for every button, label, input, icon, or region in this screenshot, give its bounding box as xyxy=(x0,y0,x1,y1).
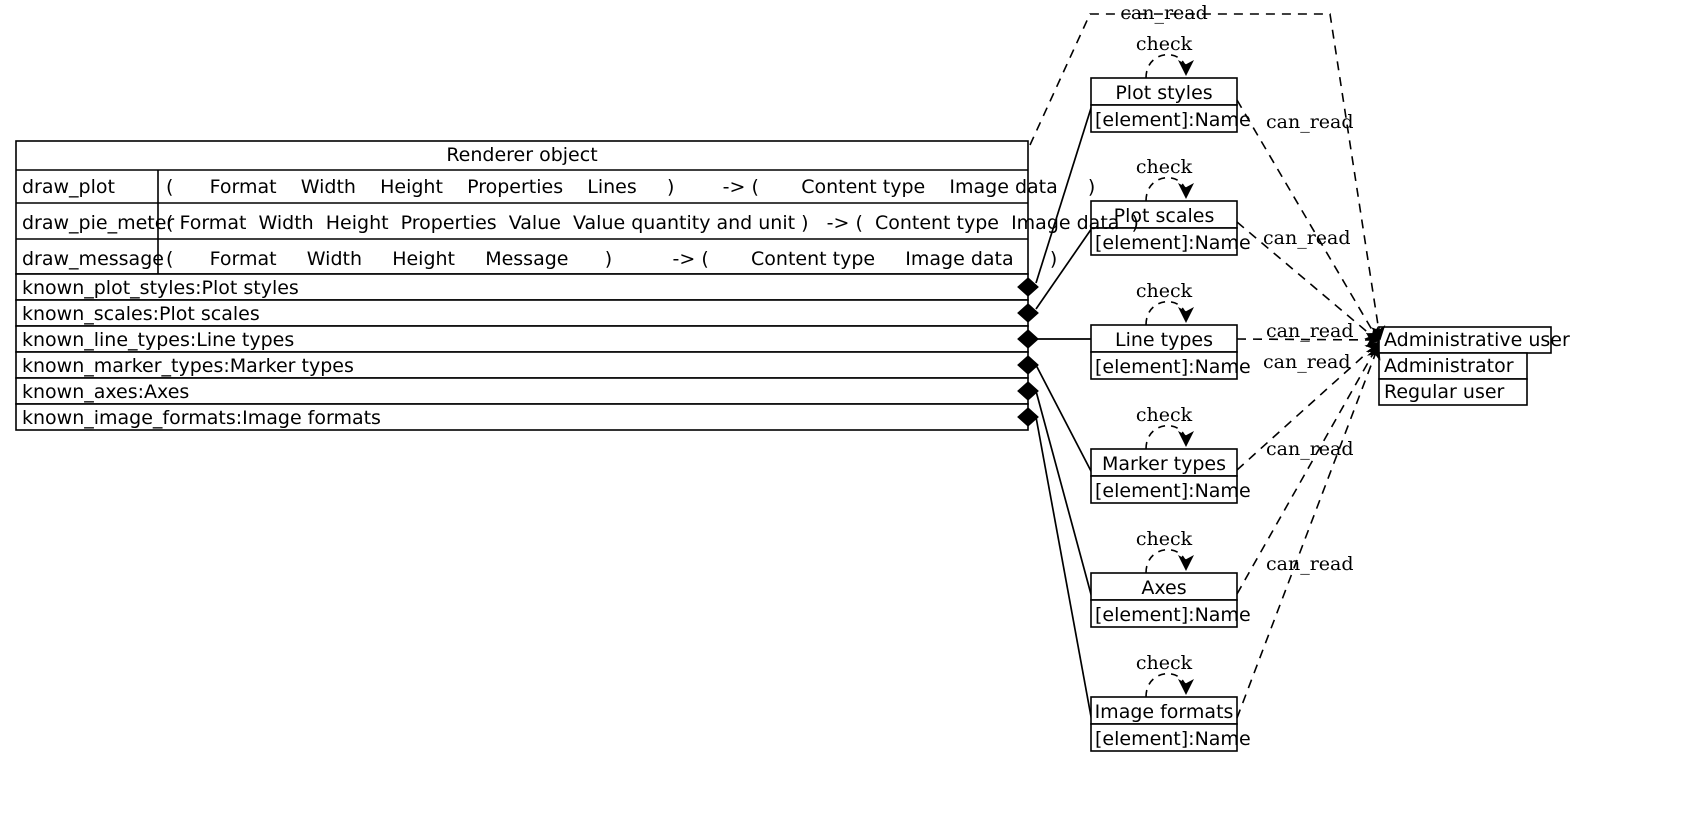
entity-box-line-types xyxy=(1090,324,1238,380)
attribute-known-axes: known_axes:Axes xyxy=(22,381,189,403)
entity-box-marker-types xyxy=(1090,448,1238,504)
entity-attribute-axes: [element]:Name xyxy=(1095,604,1251,626)
method-signature-draw-pie-meter: ( Format Width Height Properties Value V… xyxy=(166,212,1139,234)
actor-role-administrator: Administrator xyxy=(1384,355,1514,377)
entity-title-plot-styles: Plot styles xyxy=(1115,82,1212,104)
actor-role-regular-user: Regular user xyxy=(1384,381,1505,403)
method-signature-draw-message: ( Format Width Height Message ) -> ( Con… xyxy=(166,248,1057,270)
edge-label-check-plot-styles: check xyxy=(1136,33,1193,55)
entity-box-plot-styles xyxy=(1090,77,1238,133)
composition-links xyxy=(1035,104,1093,723)
entity-attribute-plot-scales: [element]:Name xyxy=(1095,232,1251,254)
method-name-draw-message: draw_message xyxy=(22,248,164,270)
method-name-draw-pie-meter: draw_pie_meter xyxy=(22,212,174,234)
entity-box-image-formats xyxy=(1090,696,1238,752)
attribute-known-image-formats: known_image_formats:Image formats xyxy=(22,407,381,429)
entity-box-plot-scales xyxy=(1090,200,1238,256)
edge-label-check-image-formats: check xyxy=(1136,652,1193,674)
renderer-class-box xyxy=(15,140,1029,275)
edge-label-check-plot-scales: check xyxy=(1136,156,1193,178)
edge-label-can-read-axes: can_read xyxy=(1266,438,1354,460)
renderer-class-title: Renderer object xyxy=(446,144,597,166)
edge-label-can-read-top: can_read xyxy=(1120,2,1208,24)
entity-attribute-line-types: [element]:Name xyxy=(1095,356,1251,378)
can-read-links xyxy=(1029,13,1386,719)
entity-attribute-image-formats: [element]:Name xyxy=(1095,728,1251,750)
edge-label-can-read-marker-types: can_read xyxy=(1263,351,1351,373)
attribute-known-scales: known_scales:Plot scales xyxy=(22,303,260,325)
actor-box xyxy=(1378,326,1552,406)
edge-label-can-read-plot-styles: can_read xyxy=(1266,111,1354,133)
entity-title-image-formats: Image formats xyxy=(1095,701,1234,723)
entity-attribute-marker-types: [element]:Name xyxy=(1095,480,1251,502)
check-self-loops xyxy=(1145,53,1194,698)
attribute-known-plot-styles: known_plot_styles:Plot styles xyxy=(22,277,299,299)
edge-label-can-read-line-types: can_read xyxy=(1266,320,1354,342)
edge-label-can-read-plot-scales: can_read xyxy=(1263,227,1351,249)
edge-label-can-read-image-formats: can_read xyxy=(1266,553,1354,575)
composition-diamonds xyxy=(1017,277,1039,427)
attribute-known-line-types: known_line_types:Line types xyxy=(22,329,294,351)
edge-label-check-marker-types: check xyxy=(1136,404,1193,426)
entity-title-line-types: Line types xyxy=(1115,329,1213,351)
entity-title-plot-scales: Plot scales xyxy=(1114,205,1215,227)
method-name-draw-plot: draw_plot xyxy=(22,176,115,198)
edge-label-check-line-types: check xyxy=(1136,280,1193,302)
edge-label-check-axes: check xyxy=(1136,528,1193,550)
attribute-known-marker-types: known_marker_types:Marker types xyxy=(22,355,354,377)
entity-attribute-plot-styles: [element]:Name xyxy=(1095,109,1251,131)
renderer-attribute-rows xyxy=(15,273,1029,431)
entity-box-axes xyxy=(1090,572,1238,628)
method-signature-draw-plot: ( Format Width Height Properties Lines )… xyxy=(166,176,1095,198)
entity-title-axes: Axes xyxy=(1141,577,1186,599)
entity-title-marker-types: Marker types xyxy=(1102,453,1226,475)
actor-title: Administrative user xyxy=(1384,329,1570,351)
